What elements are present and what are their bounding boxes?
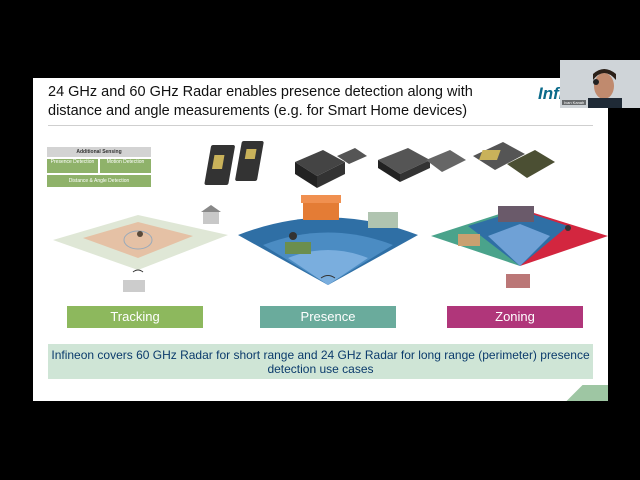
presenter-video (560, 60, 640, 108)
webcam-thumbnail[interactable]: Ivan Kanah (560, 60, 640, 108)
title-divider (48, 125, 593, 126)
presence-scene-illustration (238, 195, 418, 285)
presence-label: Presence (260, 306, 396, 328)
summary-banner: Infineon covers 60 GHz Radar for short r… (48, 344, 593, 379)
tracking-scene-illustration (53, 205, 228, 292)
slide-corner-decoration (548, 385, 608, 401)
zoning-label: Zoning (447, 306, 583, 328)
infineon-logo: Infi (538, 84, 564, 103)
zoning-scene-illustration (431, 206, 608, 288)
tracking-label: Tracking (67, 306, 203, 328)
legend-distance-angle: Distance & Angle Detection (47, 175, 151, 187)
slide-title: 24 GHz and 60 GHz Radar enables presence… (48, 84, 473, 119)
radar-chips-illustration (204, 141, 555, 188)
additional-sensing-legend: Additional Sensing Presence Detection Mo… (47, 147, 151, 187)
legend-motion-detection: Motion Detection (100, 159, 151, 173)
presenter-name: Ivan Kanah (562, 100, 587, 105)
legend-presence-detection: Presence Detection (47, 159, 98, 173)
presentation-slide: 24 GHz and 60 GHz Radar enables presence… (33, 78, 608, 401)
legend-header: Additional Sensing (47, 147, 151, 157)
